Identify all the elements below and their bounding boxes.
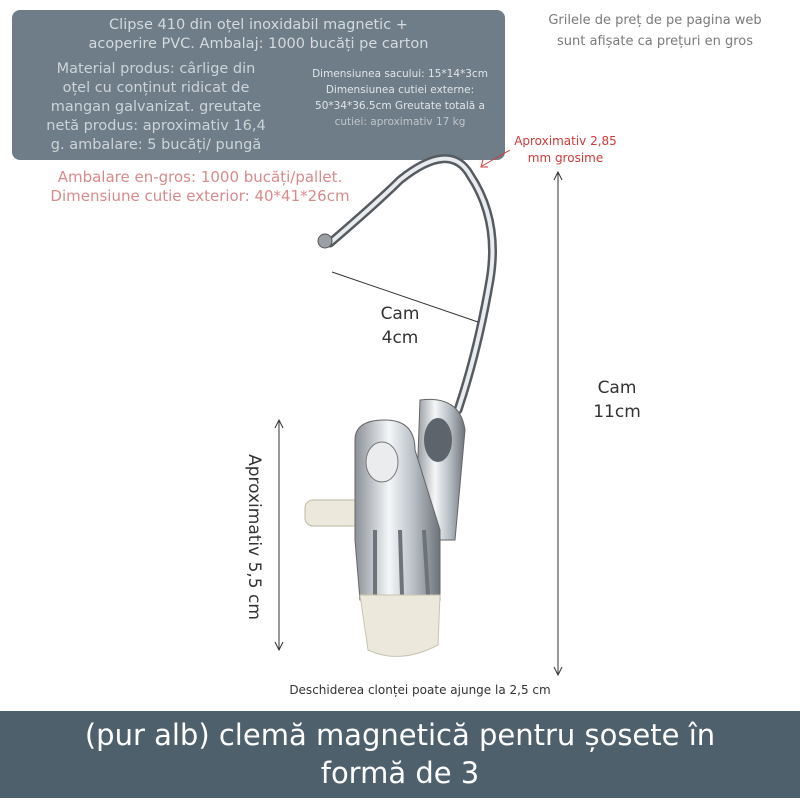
note-line: sunt afișate ca prețuri en gros	[557, 34, 753, 49]
spec-line: Clipse 410 din oțel inoxidabil magnetic …	[109, 17, 408, 33]
hook-width-label: Cam 4cm	[360, 302, 440, 350]
thickness-label: Aproximativ 2,85 mm grosime	[508, 133, 623, 167]
label-line: mm grosime	[527, 151, 604, 165]
spec-line: Material produs: cârlige din	[56, 61, 256, 77]
spec-line: 50*34*36.5cm Greutate totală a	[315, 100, 485, 112]
label-line: Cam	[597, 378, 637, 398]
label-line: Cam	[380, 304, 420, 324]
dimension-text: Dimensiunea sacului: 15*14*3cm Dimensiun…	[300, 66, 500, 130]
spec-line: netă produs: aproximativ 16,4	[46, 118, 266, 134]
label-line: 4cm	[381, 328, 419, 348]
label-line: 11cm	[593, 402, 641, 422]
material-text: Material produs: cârlige din oțel cu con…	[16, 60, 296, 155]
specs-box	[12, 10, 505, 160]
spec-line: oțel cu conținut ridicat de	[62, 80, 250, 96]
spec-line: cutiei: aproximativ 17 kg	[334, 116, 466, 128]
clip-text: Clipse 410 din oțel inoxidabil magnetic …	[12, 16, 505, 54]
total-height-label: Cam 11cm	[577, 376, 657, 424]
dimension-lines	[274, 149, 563, 677]
clip-body	[304, 398, 466, 657]
wholesale-note: Ambalare en-gros: 1000 bucăți/pallet. Di…	[30, 168, 370, 206]
note-line: Grilele de preț de pe pagina web	[548, 13, 762, 28]
caption-band: (pur alb) clemă magnetică pentru șosete …	[0, 711, 800, 798]
spec-line: Dimensiunea sacului: 15*14*3cm	[312, 68, 488, 80]
spec-line: mangan galvanizat. greutate	[50, 99, 262, 115]
label-line: Aproximativ 2,85	[514, 134, 617, 148]
note-line: Dimensiune cutie exterior: 40*41*26cm	[50, 187, 350, 205]
note-line: Ambalare en-gros: 1000 bucăți/pallet.	[57, 168, 343, 186]
opening-note: Deschiderea clonței poate ajunge la 2,5 …	[289, 683, 551, 697]
hook-wire	[317, 154, 497, 415]
clip-height-label: Aproximativ 5,5 cm	[244, 454, 264, 620]
caption-line: formă de 3	[320, 756, 480, 790]
spec-line: acoperire PVC. Ambalaj: 1000 bucăți pe c…	[88, 36, 429, 52]
caption-line: (pur alb) clemă magnetică pentru șosete …	[84, 718, 716, 752]
spec-line: Dimensiunea cutiei externe:	[325, 84, 475, 96]
price-note: Grilele de preț de pe pagina web sunt af…	[510, 10, 800, 52]
spec-line: g. ambalare: 5 bucăți/ pungă	[50, 137, 262, 153]
